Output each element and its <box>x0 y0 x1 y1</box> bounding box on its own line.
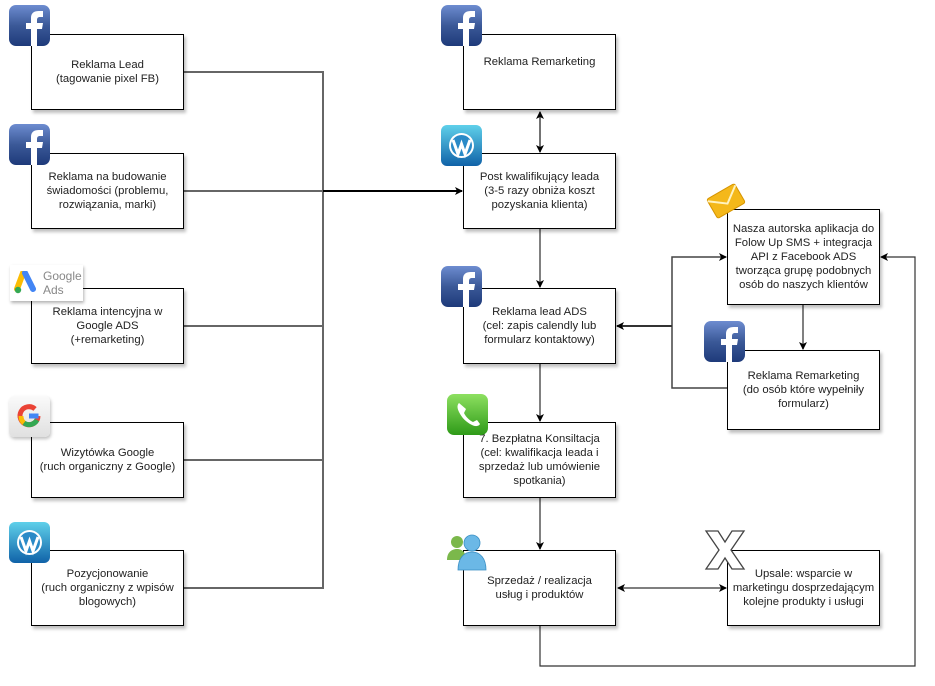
google-ads-label: Google Ads <box>43 269 82 297</box>
box-pozycjonowanie[interactable]: Pozycjonowanie (ruch organiczny z wpisów… <box>31 550 184 626</box>
facebook-icon <box>441 266 482 307</box>
box-sprzedaz[interactable]: Sprzedaż / realizacja usług i produktów <box>463 550 616 626</box>
box-label: Reklama Remarketing (do osób które wypeł… <box>742 370 865 410</box>
box-label: Reklama na budowanie świadomości (proble… <box>46 171 169 211</box>
box-label: Reklama intencyjna w Google ADS (+remark… <box>52 306 163 346</box>
box-label: Nasza autorska aplikacja do Folow Up SMS… <box>732 223 875 291</box>
box-reklama-swiadomosci[interactable]: Reklama na budowanie świadomości (proble… <box>31 153 184 229</box>
box-label: Reklama Lead (tagowanie pixel FB) <box>56 59 159 85</box>
facebook-icon <box>704 321 745 362</box>
connector-lead <box>184 71 324 191</box>
google-ads-icon: Google Ads <box>10 265 83 301</box>
connector-pozycjonowanie <box>184 191 324 589</box>
box-post-kwalifikujacy[interactable]: Post kwalifikujący leada (3-5 razy obniż… <box>463 153 616 229</box>
envelope-icon <box>706 183 746 219</box>
box-aplikacja-sms[interactable]: Nasza autorska aplikacja do Folow Up SMS… <box>727 209 880 305</box>
box-label: Sprzedaż / realizacja usług i produktów <box>487 575 592 601</box>
box-remarketing-formularz[interactable]: Reklama Remarketing (do osób które wypeł… <box>727 350 880 430</box>
box-wizytowka-google[interactable]: Wizytówka Google (ruch organiczny z Goog… <box>31 422 184 498</box>
box-reklama-lead-ads[interactable]: Reklama lead ADS (cel: zapis calendly lu… <box>463 288 616 364</box>
box-bezplatna-konsultacja[interactable]: 7. Bezpłatna Konsiltacja (cel: kwalifika… <box>463 422 616 498</box>
box-reklama-remarketing[interactable]: Reklama Remarketing <box>463 34 616 110</box>
box-label: Wizytówka Google (ruch organiczny z Goog… <box>39 447 176 473</box>
facebook-icon <box>9 5 50 46</box>
wordpress-icon <box>9 522 50 563</box>
box-upsale[interactable]: Upsale: wsparcie w marketingu dosprzedaj… <box>727 550 880 626</box>
box-label: Reklama Remarketing <box>483 56 596 68</box>
loop-to-aplikacja <box>539 253 916 667</box>
facebook-icon <box>441 5 482 46</box>
box-reklama-lead[interactable]: Reklama Lead (tagowanie pixel FB) <box>31 34 184 110</box>
facebook-icon <box>9 124 50 165</box>
bus-right <box>671 253 727 389</box>
google-icon <box>9 396 50 437</box>
box-label: Post kwalifikujący leada (3-5 razy obniż… <box>479 171 600 211</box>
box-label: Upsale: wsparcie w marketingu dosprzedaj… <box>732 568 875 608</box>
box-label: 7. Bezpłatna Konsiltacja (cel: kwalifika… <box>478 433 601 487</box>
users-icon <box>447 534 487 571</box>
box-label: Reklama lead ADS (cel: zapis calendly lu… <box>482 306 597 346</box>
box-reklama-google-ads[interactable]: Reklama intencyjna w Google ADS (+remark… <box>31 288 184 364</box>
wordpress-icon <box>441 125 482 166</box>
phone-icon <box>447 394 488 435</box>
box-label: Pozycjonowanie (ruch organiczny z wpisów… <box>41 568 174 608</box>
x-icon <box>704 530 746 570</box>
